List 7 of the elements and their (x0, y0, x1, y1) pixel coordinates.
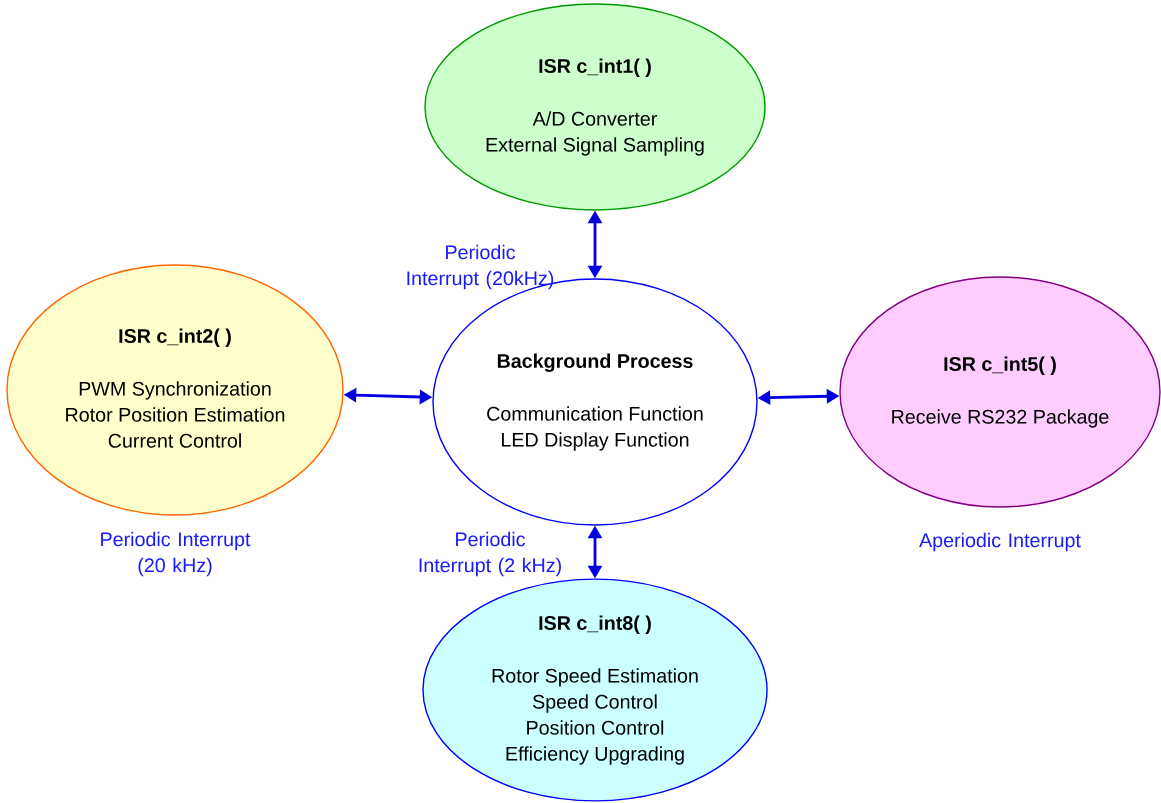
ellipse-node: ISR c_int1( ) A/D Converter External Signal Sampling (424, 3, 766, 211)
interrupt-label: Aperiodic Interrupt (919, 532, 1081, 552)
ellipse-node: ISR c_int8( ) Rotor Speed Estimation Speed Control Position Control Efficiency Upgrading (422, 578, 768, 802)
ellipse-node: ISR c_int5( ) Receive RS232 Package (839, 276, 1161, 508)
interrupt-label: Periodic Interrupt (20 kHz) (101, 531, 251, 577)
ellipse-node: ISR c_int2( ) PWM Synchronization Rotor Position Estimation Current Control (6, 264, 344, 516)
edge-label: Periodic Interrupt (2 kHz) (419, 531, 561, 577)
